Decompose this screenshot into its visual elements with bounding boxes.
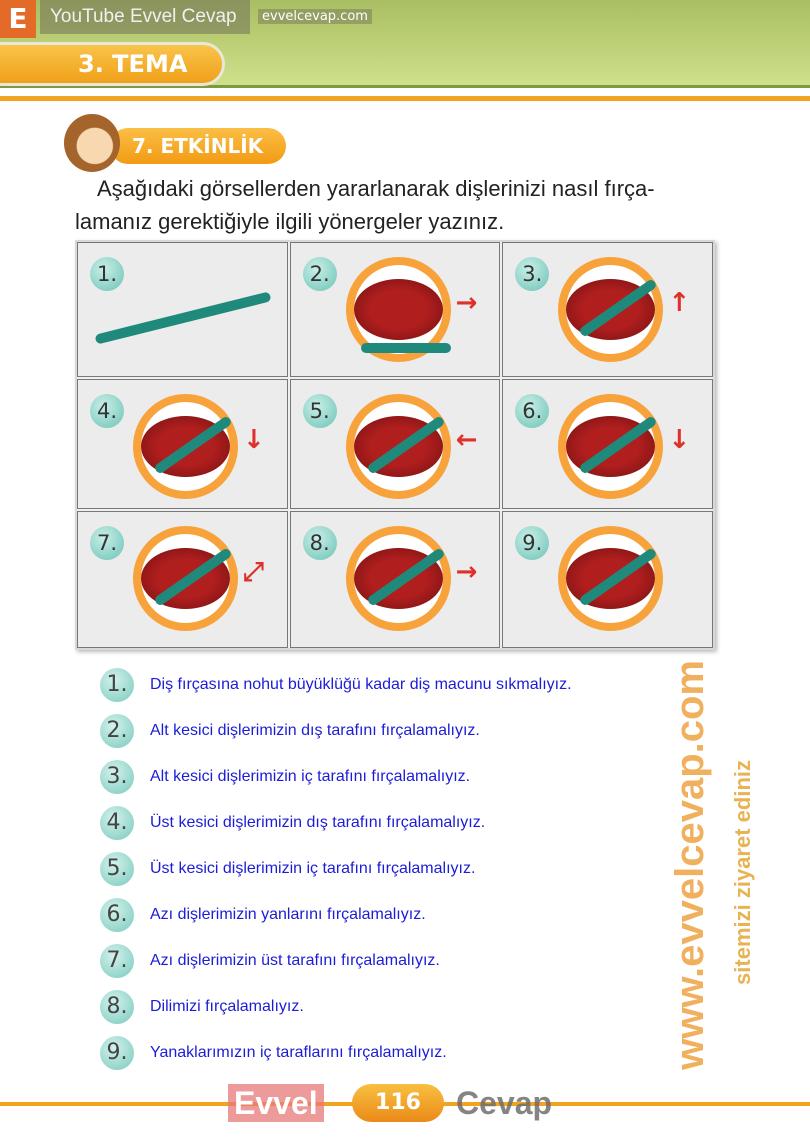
toothbrush-icon [94,291,272,345]
step-number: 9. [515,526,550,560]
divider [0,96,810,101]
answer-item: 7. Azı dişlerimizin üst tarafını fırçalam… [100,938,572,984]
direction-arrow-icon: → [455,557,478,587]
step-panel: 4. ↓ [77,379,288,509]
answer-number: 5. [100,852,134,886]
answer-item: 4. Üst kesici dişlerimizin dış tarafını f… [100,800,572,846]
step-panel: 9. [502,511,713,648]
answer-item: 9. Yanaklarımızın iç taraflarını fırçalam… [100,1030,572,1076]
answer-item: 1. Diş fırçasına nohut büyüklüğü kadar di… [100,662,572,708]
direction-arrow-icon: → [455,288,478,318]
instructions-line-1: Aşağıdaki görsellerden yararlanarak dişl… [97,176,655,201]
step-panel: 6. ↓ [502,379,713,509]
step-number: 2. [302,257,337,291]
answer-item: 6. Azı dişlerimizin yanlarını fırçalamalı… [100,892,572,938]
girl-mascot-icon [64,114,120,172]
brushing-steps-grid: 1. 2. → 3. ↑ 4. ↓ 5. ← 6. ↓ 7. ⤢ 8. → 9. [75,240,715,650]
direction-arrow-icon: ↓ [668,425,691,455]
site-watermark: evvelcevap.com [258,9,372,24]
instructions-line-2: lamanız gerektiğiyle ilgili yönergeler y… [75,209,505,234]
step-number: 6. [515,394,550,428]
answer-list: 1. Diş fırçasına nohut büyüklüğü kadar di… [100,662,572,1076]
direction-arrow-icon: ⤢ [243,557,264,587]
answer-text: Alt kesici dişlerimizin iç tarafını fırç… [150,768,471,785]
answer-text: Azı dişlerimizin üst tarafını fırçalamal… [150,952,440,969]
answer-item: 5. Üst kesici dişlerimizin iç tarafını fı… [100,846,572,892]
answer-text: Diş fırçasına nohut büyüklüğü kadar diş … [150,676,572,693]
diagonal-watermark: www.evvelcevap.com [668,660,712,1070]
mouth-illustration [558,257,664,362]
answer-number: 4. [100,806,134,840]
channel-logo: E [0,0,36,38]
answer-number: 6. [100,898,134,932]
instructions: Aşağıdaki görsellerden yararlanarak dişl… [75,172,785,238]
answer-item: 3. Alt kesici dişlerimizin iç tarafını fı… [100,754,572,800]
answer-text: Azı dişlerimizin yanlarını fırçalamalıyı… [150,906,426,923]
step-panel: 7. ⤢ [77,511,288,648]
step-panel: 1. [77,242,288,377]
step-number: 1. [90,257,124,291]
answer-number: 9. [100,1036,134,1070]
step-panel: 3. ↑ [502,242,713,377]
direction-arrow-icon: ↓ [243,425,265,455]
answer-text: Üst kesici dişlerimizin dış tarafını fır… [150,814,486,831]
step-number: 5. [302,394,337,428]
theme-label: 3. TEMA [0,42,225,86]
answer-item: 8. Dilimizi fırçalamalıyız. [100,984,572,1030]
answer-number: 2. [100,714,134,748]
diagonal-watermark-secondary: sitemizi ziyaret ediniz [730,760,755,985]
answer-number: 3. [100,760,134,794]
answer-text: Yanaklarımızın iç taraflarını fırçalamal… [150,1044,447,1061]
channel-watermark: YouTube Evvel Cevap [40,0,250,34]
answer-item: 2. Alt kesici dişlerimizin dış tarafını f… [100,708,572,754]
step-number: 7. [90,526,124,560]
answer-text: Dilimizi fırçalamalıyız. [150,998,304,1015]
step-panel: 2. → [289,242,501,377]
step-number: 3. [515,257,550,291]
mouth-illustration [345,394,451,499]
answer-text: Alt kesici dişlerimizin dış tarafını fır… [150,722,480,739]
step-panel: 8. → [289,511,501,648]
step-number: 4. [90,394,124,428]
step-number: 8. [302,526,337,560]
answer-number: 8. [100,990,134,1024]
page-number: 116 [352,1084,444,1122]
footer-watermark-left: Evvel [228,1084,324,1122]
direction-arrow-icon: ↑ [668,288,691,318]
step-panel: 5. ← [289,379,501,509]
answer-number: 7. [100,944,134,978]
direction-arrow-icon: ← [455,425,478,455]
activity-title: 7. ETKİNLİK [110,128,286,164]
footer-watermark-right: Cevap [456,1085,553,1121]
mouth-illustration [345,526,451,631]
toothbrush-icon [360,343,451,353]
answer-number: 1. [100,668,134,702]
answer-text: Üst kesici dişlerimizin iç tarafını fırç… [150,860,476,877]
